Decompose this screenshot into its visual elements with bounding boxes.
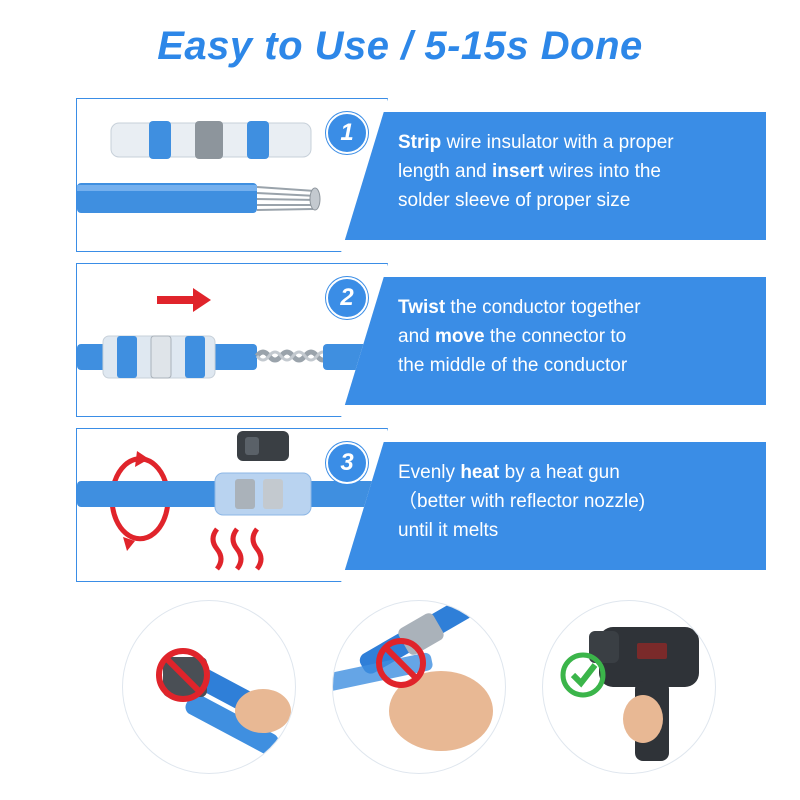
step-text: （better with reflector nozzle)	[398, 491, 646, 512]
wire-twist-illustration	[77, 288, 387, 379]
heat-waves-icon	[210, 527, 264, 571]
step-line: and move the connector to	[398, 322, 758, 351]
step-2-description: Twist the conductor together and move th…	[398, 293, 758, 380]
step-line: the middle of the conductor	[398, 351, 758, 380]
fingers-twist-illustration	[333, 601, 493, 751]
step-line: Evenly heat by a heat gun	[398, 458, 758, 487]
step-line: Strip wire insulator with a proper	[398, 128, 758, 157]
step-1-number-badge: 1	[326, 112, 368, 154]
step-line: until it melts	[398, 516, 758, 545]
circle-heat-gun	[542, 600, 716, 774]
heat-gun-illustration	[560, 627, 699, 761]
step-3: 3 Evenly heat by a heat gun （better with…	[76, 428, 766, 583]
step-keyword: move	[434, 326, 485, 347]
step-1: 1 Strip wire insulator with a proper len…	[76, 98, 766, 253]
step-text: and	[398, 326, 435, 347]
step-text: wires into the	[543, 161, 662, 182]
step-line: Twist the conductor together	[398, 293, 758, 322]
right-arrow-icon	[157, 288, 211, 312]
step-3-band	[326, 442, 766, 570]
step-text: the middle of the conductor	[398, 355, 628, 376]
heat-melt-illustration	[77, 431, 387, 571]
step-keyword: Twist	[398, 297, 446, 318]
no-sign-icon	[376, 638, 426, 688]
step-3-description: Evenly heat by a heat gun （better with r…	[398, 458, 758, 545]
rotate-arrows-icon	[109, 456, 171, 542]
step-2-band	[326, 277, 766, 405]
no-sign-icon	[156, 648, 210, 702]
step-text: the connector to	[484, 326, 627, 347]
step-keyword: Strip	[398, 132, 442, 153]
step-1-band	[326, 112, 766, 240]
step-text: solder sleeve of proper size	[398, 190, 631, 211]
step-3-number-badge: 3	[326, 442, 368, 484]
heat-gun-nozzle-icon	[237, 431, 289, 461]
step-keyword: insert	[492, 161, 544, 182]
circle-fingers	[332, 600, 506, 774]
step-2-number-badge: 2	[326, 277, 368, 319]
step-line: solder sleeve of proper size	[398, 186, 758, 215]
step-line: （better with reflector nozzle)	[398, 487, 758, 516]
step-1-description: Strip wire insulator with a proper lengt…	[398, 128, 758, 215]
checkmark-icon	[560, 652, 606, 698]
step-text: the conductor together	[445, 297, 641, 318]
step-2: 2 Twist the conductor together and move …	[76, 263, 766, 418]
step-keyword: heat	[460, 462, 500, 483]
circle-crimping-pliers	[122, 600, 296, 774]
page-title: Easy to Use / 5-15s Done	[157, 24, 643, 68]
step-line: length and insert wires into the	[398, 157, 758, 186]
step-text: length and	[398, 161, 493, 182]
wire-strip-illustration	[77, 121, 321, 213]
crimping-pliers-illustration	[156, 648, 291, 755]
step-text: wire insulator with a proper	[441, 132, 674, 153]
step-text: Evenly	[398, 462, 461, 483]
step-text: by a heat gun	[499, 462, 620, 483]
step-text: until it melts	[398, 520, 499, 541]
